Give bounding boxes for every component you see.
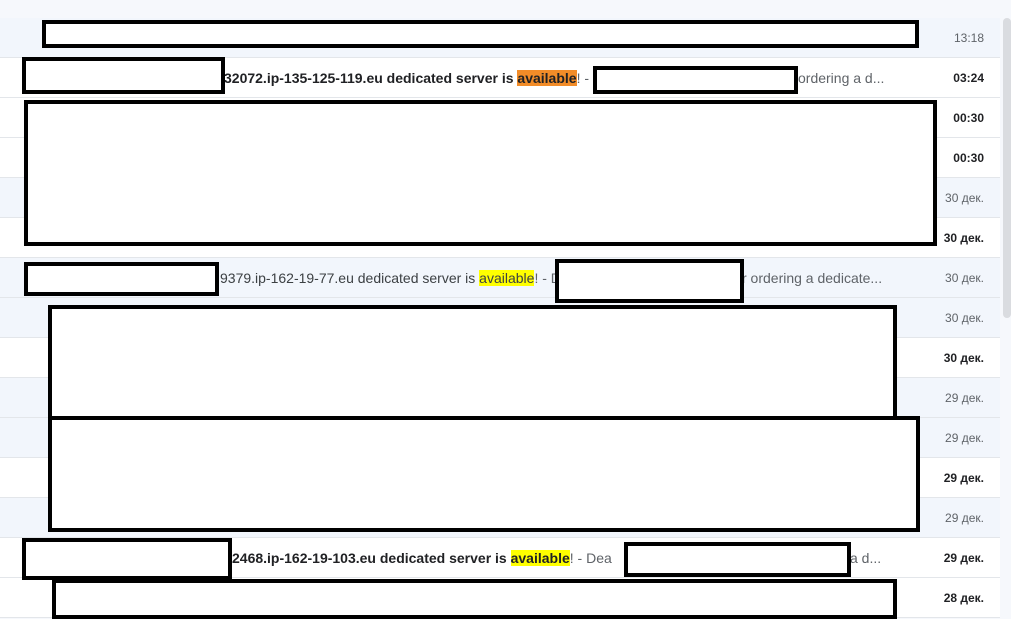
email-date: 29 дек. [945, 391, 984, 405]
email-subject-line: 2468.ip-162-19-103.eu dedicated server i… [232, 538, 932, 578]
email-subject-line: 32072.ip-135-125-119.eu dedicated server… [224, 58, 924, 98]
email-snippet-tail: ordering a d... [798, 70, 885, 86]
highlighted-term: available [479, 270, 535, 286]
top-strip [0, 0, 1011, 18]
email-date: 30 дек. [945, 271, 984, 285]
email-date: 30 дек. [943, 231, 984, 245]
email-subject: 2468.ip-162-19-103.eu dedicated server i… [232, 550, 511, 566]
email-subject-line: 9379.ip-162-19-77.eu dedicated server is… [220, 258, 920, 298]
email-date: 13:18 [953, 31, 984, 45]
email-subject: 9379.ip-162-19-77.eu dedicated server is [220, 270, 480, 286]
email-date: 29 дек. [943, 471, 984, 485]
redaction-box [624, 542, 851, 577]
email-date: 00:30 [953, 151, 984, 165]
email-date: 29 дек. [945, 431, 984, 445]
redaction-box [24, 100, 937, 246]
redaction-box [555, 259, 744, 303]
email-date: 00:30 [953, 111, 984, 125]
email-date: 28 дек. [943, 591, 984, 605]
redaction-box [22, 57, 225, 94]
email-date: 30 дек. [943, 351, 984, 365]
highlighted-term: available [510, 550, 570, 566]
scrollbar[interactable] [1003, 18, 1011, 318]
email-snippet: ! - Dea [569, 550, 612, 566]
redaction-box [48, 416, 920, 532]
email-snippet: ! - [576, 70, 590, 86]
email-date: 29 дек. [945, 511, 984, 525]
redaction-box [24, 262, 219, 296]
email-subject: 32072.ip-135-125-119.eu dedicated server… [224, 70, 518, 86]
email-snippet: ! - D [534, 270, 561, 286]
redaction-box [22, 538, 232, 580]
redaction-box [52, 579, 897, 619]
redaction-box [48, 305, 897, 420]
email-date: 30 дек. [945, 191, 984, 205]
redaction-box [593, 66, 798, 94]
email-date: 03:24 [953, 71, 984, 85]
email-snippet-tail: r ordering a dedicate... [742, 270, 883, 286]
email-date: 30 дек. [945, 311, 984, 325]
email-snippet-tail: a d... [850, 550, 882, 566]
email-date: 29 дек. [943, 551, 984, 565]
redaction-box [42, 20, 919, 48]
highlighted-term: available [517, 70, 577, 86]
